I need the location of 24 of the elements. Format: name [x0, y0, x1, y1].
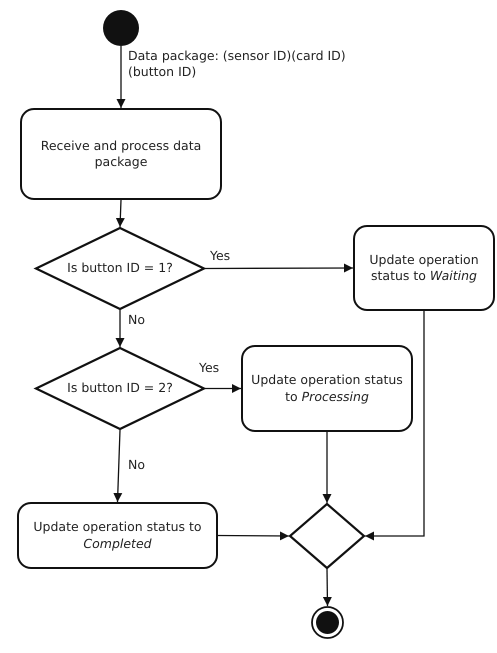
arrow: [116, 46, 126, 108]
arrow: [322, 432, 332, 503]
arrow: [205, 384, 241, 393]
action-box: [241, 345, 413, 432]
action-text: Update operation status to Waiting: [368, 252, 480, 284]
action-box: [353, 225, 495, 311]
merge-diamond: [289, 503, 365, 569]
action-text: Update operation status to Completed: [32, 519, 203, 552]
action-text: Update operation status to Processing: [251, 372, 403, 405]
arrow: [218, 531, 289, 540]
condition-text: Is button ID = 2?: [67, 380, 173, 397]
arrow: [116, 310, 124, 347]
final-node: [311, 606, 344, 639]
arrow: [322, 569, 332, 606]
arrow: [116, 200, 125, 228]
condition-text: Is button ID = 1?: [67, 260, 173, 277]
action-box: [20, 108, 222, 200]
initial-node: [103, 10, 139, 46]
arrow: [205, 264, 353, 273]
arrow: [365, 311, 425, 540]
action-box: [17, 502, 218, 569]
arrow: [113, 430, 122, 502]
decision-diamond: [35, 227, 205, 310]
action-text: Receive and process data package: [40, 138, 202, 170]
